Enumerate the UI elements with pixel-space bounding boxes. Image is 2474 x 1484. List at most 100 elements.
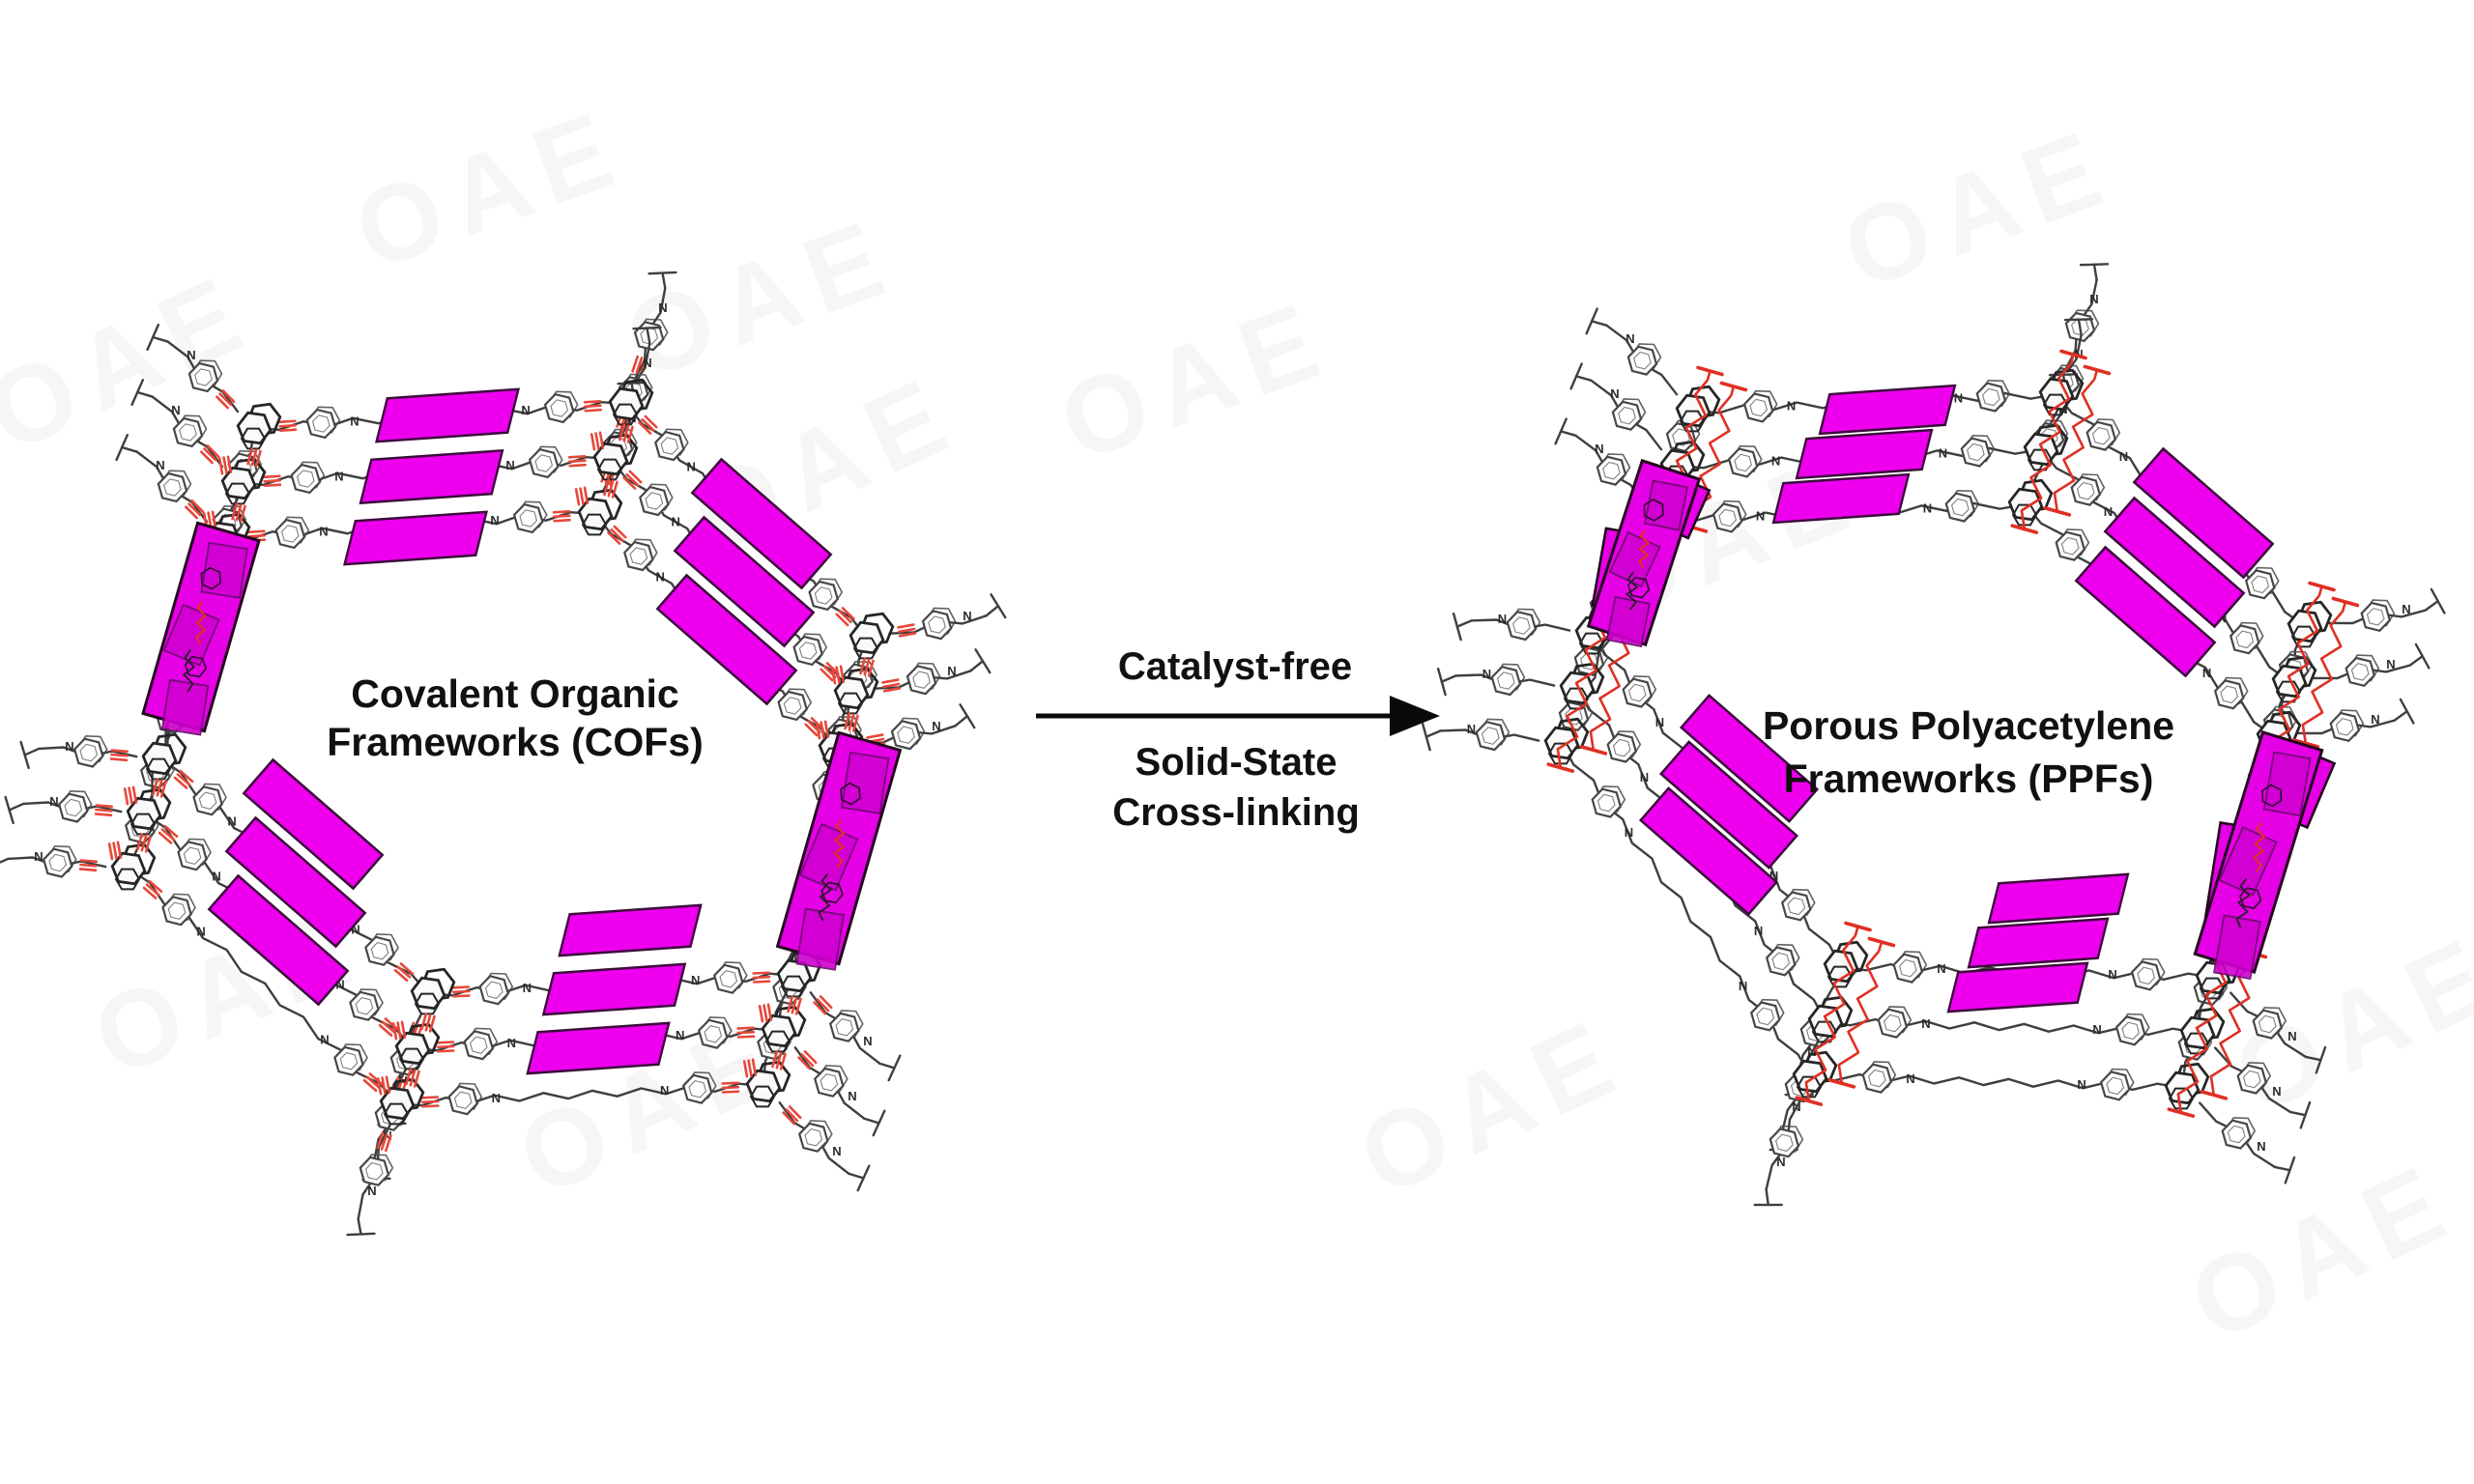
pillar-block [1818, 384, 1957, 436]
pillar-block [1658, 740, 1799, 870]
svg-text:N: N [2287, 1029, 2296, 1043]
svg-text:N: N [1769, 869, 1778, 883]
pillar-block [2132, 446, 2275, 580]
pillar-block [224, 815, 367, 949]
svg-text:N: N [1498, 612, 1507, 626]
pillar-block [1795, 428, 1934, 480]
svg-text:N: N [2108, 967, 2116, 982]
svg-text:N: N [656, 569, 665, 584]
svg-text:OAE: OAE [1046, 276, 1345, 484]
svg-text:OAE: OAE [340, 85, 640, 293]
svg-text:N: N [2089, 292, 2098, 306]
svg-text:N: N [658, 300, 667, 315]
svg-text:N: N [2272, 1084, 2281, 1099]
svg-text:OAE: OAE [1341, 993, 1642, 1219]
cof-label: Covalent Organic Frameworks (COFs) [327, 670, 704, 766]
svg-text:N: N [156, 458, 164, 472]
svg-text:N: N [1776, 1155, 1785, 1169]
svg-text:N: N [863, 1034, 872, 1048]
svg-text:OAE: OAE [0, 249, 270, 475]
svg-text:N: N [34, 849, 43, 864]
svg-text:N: N [691, 973, 700, 987]
svg-text:N: N [2119, 449, 2128, 464]
svg-text:N: N [212, 870, 220, 884]
pillar-block [541, 962, 687, 1016]
ppf-structure: NNNNNNNNNNNNNNNNNNNNNNNNNNNNNNNNNNNNNNNN… [1421, 263, 2446, 1207]
svg-text:N: N [2104, 504, 2113, 519]
pillar-block [359, 448, 504, 505]
svg-text:N: N [1771, 453, 1780, 468]
svg-text:N: N [643, 356, 651, 370]
svg-text:N: N [1787, 398, 1796, 413]
cof-label-line1: Covalent Organic [351, 671, 679, 716]
svg-text:N: N [2074, 347, 2083, 361]
cof-structure: NNNNNNNNNNNNNNNNNNNNNNNNNNNNNNNNNNNNNNNN… [0, 271, 1007, 1237]
svg-text:N: N [523, 981, 532, 995]
pillar-block [526, 1021, 671, 1075]
ppf-label-line1: Porous Polyacetylene [1762, 703, 2175, 748]
svg-text:N: N [2386, 657, 2395, 671]
svg-text:N: N [1467, 722, 1476, 736]
svg-text:OAE: OAE [1828, 104, 2128, 312]
pillar-block [690, 457, 833, 590]
svg-text:N: N [492, 1091, 501, 1105]
catalyst-free-text: Catalyst-free [1117, 645, 1353, 688]
svg-text:N: N [687, 459, 696, 473]
svg-text:N: N [2092, 1022, 2101, 1037]
pillar-column [2193, 730, 2337, 981]
svg-text:N: N [367, 1184, 376, 1198]
reaction-condition-bottom: Solid-State Cross-linking [1112, 737, 1360, 838]
svg-text:N: N [196, 925, 205, 939]
pillar-block [1946, 961, 2089, 1013]
pillar-block [207, 873, 350, 1007]
svg-text:N: N [1625, 825, 1633, 840]
svg-text:N: N [521, 403, 530, 417]
pillar-block [1967, 917, 2110, 969]
svg-text:N: N [1756, 508, 1765, 523]
svg-text:N: N [1595, 442, 1603, 456]
svg-text:N: N [2371, 712, 2379, 727]
svg-text:N: N [490, 513, 499, 528]
svg-text:N: N [848, 1089, 856, 1103]
svg-text:N: N [1482, 667, 1491, 681]
svg-text:N: N [227, 814, 236, 829]
svg-text:OAE: OAE [2172, 1138, 2473, 1364]
svg-text:N: N [832, 1144, 841, 1158]
reaction-condition-top: Catalyst-free [1118, 645, 1352, 688]
pillar-block [1987, 872, 2130, 925]
svg-text:N: N [1937, 961, 1945, 976]
pillar-block [1771, 472, 1911, 525]
pillar-column [775, 730, 903, 971]
svg-text:N: N [507, 1036, 516, 1050]
pillar-block [558, 903, 703, 957]
svg-text:N: N [171, 403, 180, 417]
svg-text:N: N [350, 414, 359, 428]
svg-text:N: N [1610, 386, 1619, 401]
reaction-arrow-head [1390, 696, 1440, 736]
pillar-block [242, 757, 385, 891]
svg-text:N: N [1754, 924, 1763, 938]
ppf-label-line2: Frameworks (PPFs) [1783, 756, 2154, 801]
ppf-label: Porous Polyacetylene Frameworks (PPFs) [1763, 699, 2174, 806]
svg-text:N: N [335, 977, 344, 991]
svg-text:N: N [963, 609, 971, 623]
svg-text:N: N [1640, 770, 1649, 785]
svg-text:N: N [319, 524, 328, 538]
svg-text:N: N [187, 348, 195, 362]
svg-text:OAE: OAE [611, 194, 910, 402]
svg-text:N: N [320, 1032, 329, 1046]
cof-label-line2: Frameworks (COFs) [327, 720, 704, 764]
svg-text:N: N [49, 794, 58, 809]
svg-text:N: N [1921, 1016, 1930, 1031]
svg-text:N: N [672, 514, 680, 528]
svg-text:N: N [676, 1028, 684, 1042]
svg-text:N: N [65, 739, 73, 754]
svg-text:N: N [505, 458, 514, 472]
solid-state-text: Solid-State [1135, 741, 1338, 784]
svg-text:N: N [1906, 1071, 1914, 1086]
svg-text:N: N [1739, 979, 1747, 993]
pillar-block [2074, 545, 2217, 678]
pillar-block [673, 515, 816, 648]
